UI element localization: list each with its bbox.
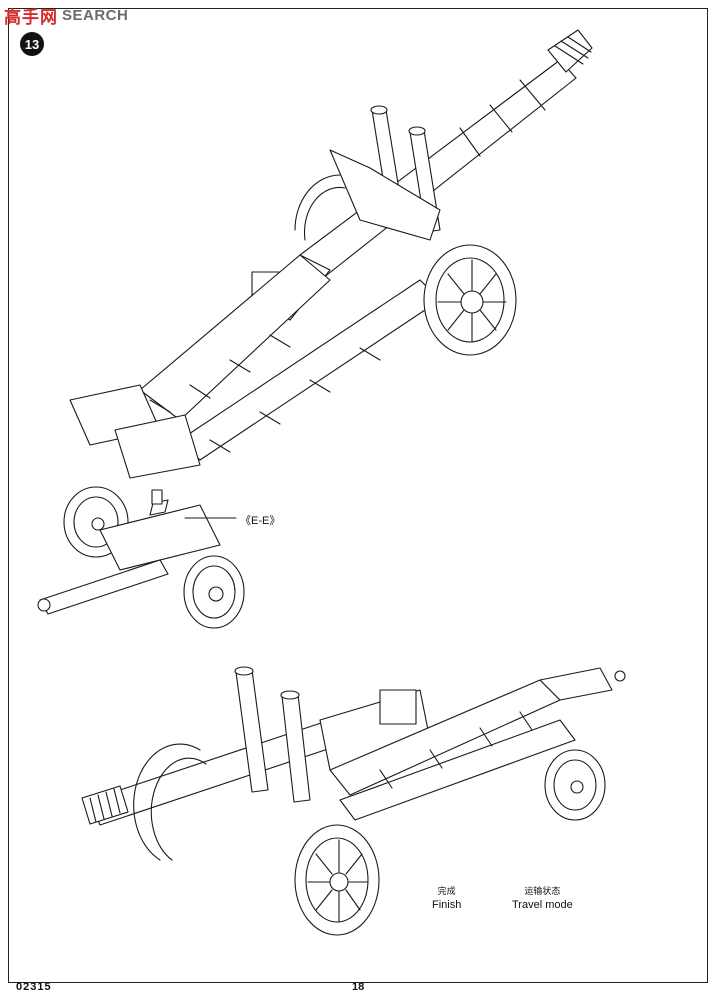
travel-caption-en: Travel mode — [512, 899, 573, 911]
watermark-text: SEARCH — [62, 6, 129, 24]
watermark-logo: 高手网 — [4, 7, 58, 28]
limber-sub-assembly — [37, 486, 245, 629]
travel-mode-caption: 运输状态 Travel mode — [512, 886, 573, 912]
finish-caption-en: Finish — [432, 899, 462, 911]
sub-assembly-callout: 《E-E》 — [240, 515, 281, 527]
howitzer-travel-view — [81, 666, 626, 936]
kit-code: 02315 — [16, 981, 52, 993]
watermark: 高手网 SEARCH — [4, 4, 129, 28]
page-frame — [8, 8, 708, 983]
finish-caption-zh: 完成 — [437, 887, 456, 897]
howitzer-firing-view — [69, 29, 593, 479]
step-number-badge: 13 — [20, 32, 44, 56]
travel-caption-zh: 运输状态 — [524, 887, 561, 897]
finish-caption: 完成 Finish — [432, 886, 461, 912]
page-number: 18 — [352, 981, 365, 993]
